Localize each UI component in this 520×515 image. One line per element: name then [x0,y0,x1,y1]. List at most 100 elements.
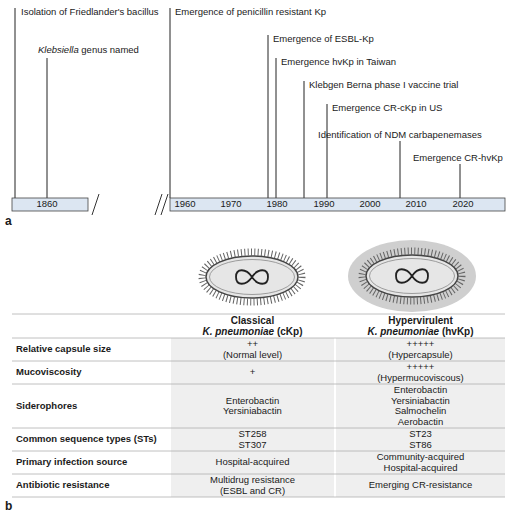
label-slot: Classical K. pneumoniae (cKp) [171,314,334,338]
event-line [170,8,171,198]
text-run: ST23 [409,428,432,439]
text-run: Yersiniabactin [391,395,450,406]
pili [202,252,302,302]
label-slot: Emergence CR-cKp in US [332,102,520,114]
year-label: 2010 [405,199,426,210]
label-slot: 1860 [27,198,67,211]
label-slot: Antibiotic resistance [16,474,168,497]
year-label: 1980 [266,199,287,210]
text-run: (Hypercapsule) [388,349,452,360]
timeline-bar [170,198,505,211]
event-label: Klebsiella genus named [38,45,139,56]
text-run: Emergence of ESBL-Kp [273,33,374,44]
hypervirulent-cell [348,240,476,312]
label-slot: Common sequence types (STs) [16,428,168,451]
text-run: genus named [79,44,139,55]
label-slot: 2000 [350,198,390,211]
text-run: Multidrug resistance [210,474,295,485]
text-run: 1970 [220,198,241,209]
label-slot: b [5,499,19,513]
text-run: ST307 [239,439,267,450]
year-label: 1990 [313,199,334,210]
table-cell: Enterobactin Yersiniabactin Salmochelin … [391,385,450,427]
label-slot: + [171,361,334,384]
text-run: Enterobactin [394,384,447,395]
text-run: Mucoviscosity [16,366,81,377]
text-run: Emergence of penicillin resistant Kp [175,6,326,17]
text-run: (Normal level) [223,349,282,360]
label-slot: Relative capsule size [16,338,168,361]
text-run: +++++ [407,361,435,372]
row-header: Antibiotic resistance [16,480,109,491]
text-run: + [250,366,256,377]
label-slot: ST23 ST86 [336,428,505,451]
table-cell: Hospital-acquired [216,457,290,468]
text-run: ST86 [409,439,432,450]
label-slot: 2020 [443,198,483,211]
row-header: Mucoviscosity [16,367,81,378]
classical-cell [202,252,302,302]
text-run: a [5,214,12,228]
label-slot: Emergence hvKp in Taiwan [281,56,481,68]
text-run: +++++ [407,338,435,349]
year-label: 1960 [174,199,195,210]
event-line [268,35,269,198]
text-run: Relative capsule size [16,343,111,354]
table-cell: +++++ (Hypermucoviscous) [377,362,464,383]
event-line [15,8,16,198]
table-column [336,338,505,497]
label-slot: a [5,214,19,228]
text-run: Classical [231,315,274,326]
label-slot: 1970 [211,198,251,211]
text-run: 2000 [359,198,380,209]
label-slot: 1960 [165,198,205,211]
label-slot: +++++ (Hypercapsule) [336,338,505,361]
cell-wall [366,255,458,297]
text-run: ST258 [239,428,267,439]
event-lines [15,8,460,198]
event-label: Emergence CR-hvKp [413,153,503,164]
event-label: Klebgen Berna phase I vaccine trial [309,80,458,91]
table-cell: + [250,367,256,378]
event-label: Emergence hvKp in Taiwan [281,57,396,68]
year-label: 1970 [220,199,241,210]
table-rule [12,314,505,315]
text-run: Siderophores [16,400,77,411]
text-run: Primary infection source [16,456,127,467]
text-run: (Hypermucoviscous) [377,372,464,383]
break-slash [92,194,99,215]
table-cell: +++++ (Hypercapsule) [388,339,452,360]
column-header: Classical K. pneumoniae (cKp) [202,315,302,338]
row-header: Relative capsule size [16,344,111,355]
event-label: Isolation of Friedlander's bacillus [21,7,159,18]
timeline-bar [12,198,88,211]
row-header: Primary infection source [16,457,127,468]
year-label: 1860 [36,199,57,210]
row-header: Common sequence types (STs) [16,434,157,445]
text-run: Salmochelin [395,405,447,416]
year-label: 2000 [359,199,380,210]
column-header: Hypervirulent K. pneumoniae (hvKp) [367,315,473,338]
text-run: Hospital-acquired [216,456,290,467]
label-slot: +++++ (Hypermucoviscous) [336,361,505,384]
text-run: b [5,499,12,513]
text-run: Antibiotic resistance [16,479,109,490]
text-run: (hvKp) [439,326,473,337]
table-cell: Community-acquired Hospital-acquired [377,452,465,473]
table-cell: ST23 ST86 [409,429,432,450]
table-cell: ++ (Normal level) [223,339,282,360]
text-run: Klebsiella [38,44,79,55]
break-slash [155,194,162,215]
text-run: Hospital-acquired [384,462,458,473]
text-run: Enterobactin [226,395,279,406]
label-slot: Enterobactin Yersiniabactin [171,384,334,428]
text-run: Community-acquired [377,451,465,462]
cell-membrane [370,259,455,294]
text-run: Emergence CR-hvKp [413,152,503,163]
text-run: Yersiniabactin [223,405,282,416]
panel-letter: b [5,499,12,513]
event-label: Emergence of penicillin resistant Kp [175,7,326,18]
label-slot: Primary infection source [16,451,168,474]
event-label: Emergence of ESBL-Kp [273,34,374,45]
